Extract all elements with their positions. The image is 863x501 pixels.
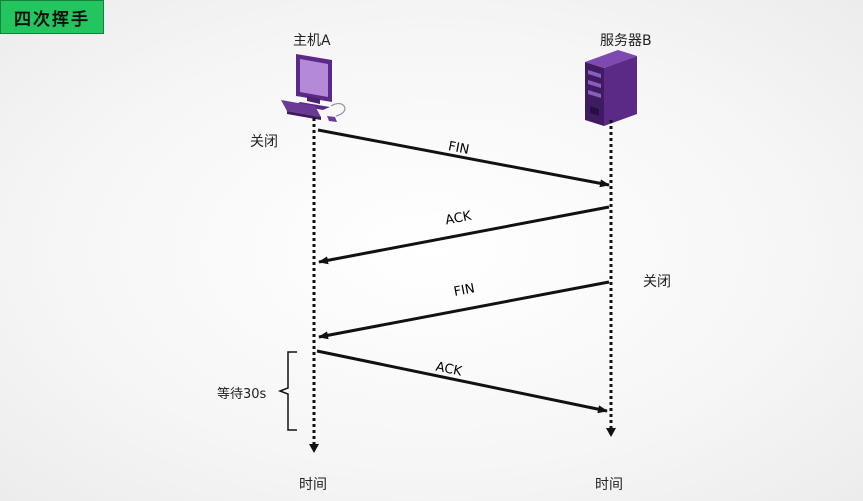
message-label: ACK xyxy=(434,360,463,380)
host-time-label: 时间 xyxy=(299,477,327,493)
host-close-state: 关闭 xyxy=(250,134,278,150)
message-arrow xyxy=(317,128,610,188)
wait-bracket xyxy=(277,351,297,431)
server-timeline-arrow xyxy=(606,428,616,437)
server-tower-icon xyxy=(585,50,637,126)
server-time-label: 时间 xyxy=(595,477,623,493)
message-label: ACK xyxy=(444,209,473,229)
title-badge: 四次挥手 xyxy=(0,0,104,34)
host-a-label: 主机A xyxy=(293,33,331,49)
host-timeline-arrow xyxy=(309,444,319,453)
message-label: FIN xyxy=(453,281,476,300)
message-arrow xyxy=(318,280,610,340)
server-close-state: 关闭 xyxy=(643,274,671,290)
message-label: FIN xyxy=(447,139,470,158)
server-b-label: 服务器B xyxy=(600,33,652,49)
message-arrow xyxy=(318,205,610,265)
message-arrow xyxy=(316,349,608,414)
computer-icon xyxy=(281,54,346,122)
wait-label: 等待30s xyxy=(217,387,267,402)
